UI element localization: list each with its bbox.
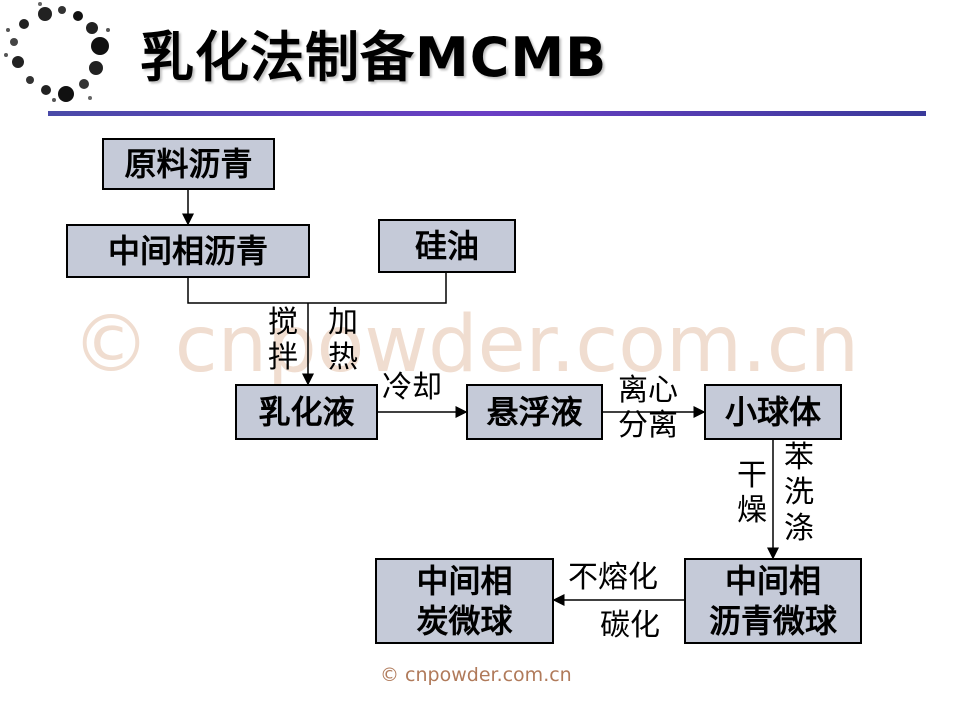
label-dry: 干 燥 xyxy=(737,458,767,529)
merge-connector xyxy=(187,273,447,304)
box-spherules: 小球体 xyxy=(704,384,842,440)
box-mesophase-microbeads: 中间相 沥青微球 xyxy=(684,558,862,644)
logo-dots-ring xyxy=(4,2,110,102)
footer-copyright: © cnpowder.com.cn xyxy=(380,664,572,686)
box-suspension: 悬浮液 xyxy=(466,384,603,440)
page-title: 乳化法制备MCMB xyxy=(140,26,608,89)
watermark-text: © cnpowder.com.cn xyxy=(72,300,860,390)
label-stir: 搅 拌 xyxy=(268,305,298,376)
label-carbonize: 碳化 xyxy=(600,608,660,643)
title-divider xyxy=(48,111,926,116)
label-infusible: 不熔化 xyxy=(568,560,658,595)
box-silicone-oil: 硅油 xyxy=(378,219,516,273)
box-raw-pitch: 原料沥青 xyxy=(102,138,275,190)
label-centrifuge: 离心 分离 xyxy=(618,373,678,444)
box-emulsion: 乳化液 xyxy=(235,384,378,440)
box-carbon-microbeads: 中间相 炭微球 xyxy=(375,558,554,644)
label-heat: 加 热 xyxy=(328,305,358,376)
box-mesophase-pitch: 中间相沥青 xyxy=(66,224,310,278)
label-benzene-wash: 苯 洗 涤 xyxy=(784,440,814,546)
label-cool: 冷却 xyxy=(382,370,442,405)
